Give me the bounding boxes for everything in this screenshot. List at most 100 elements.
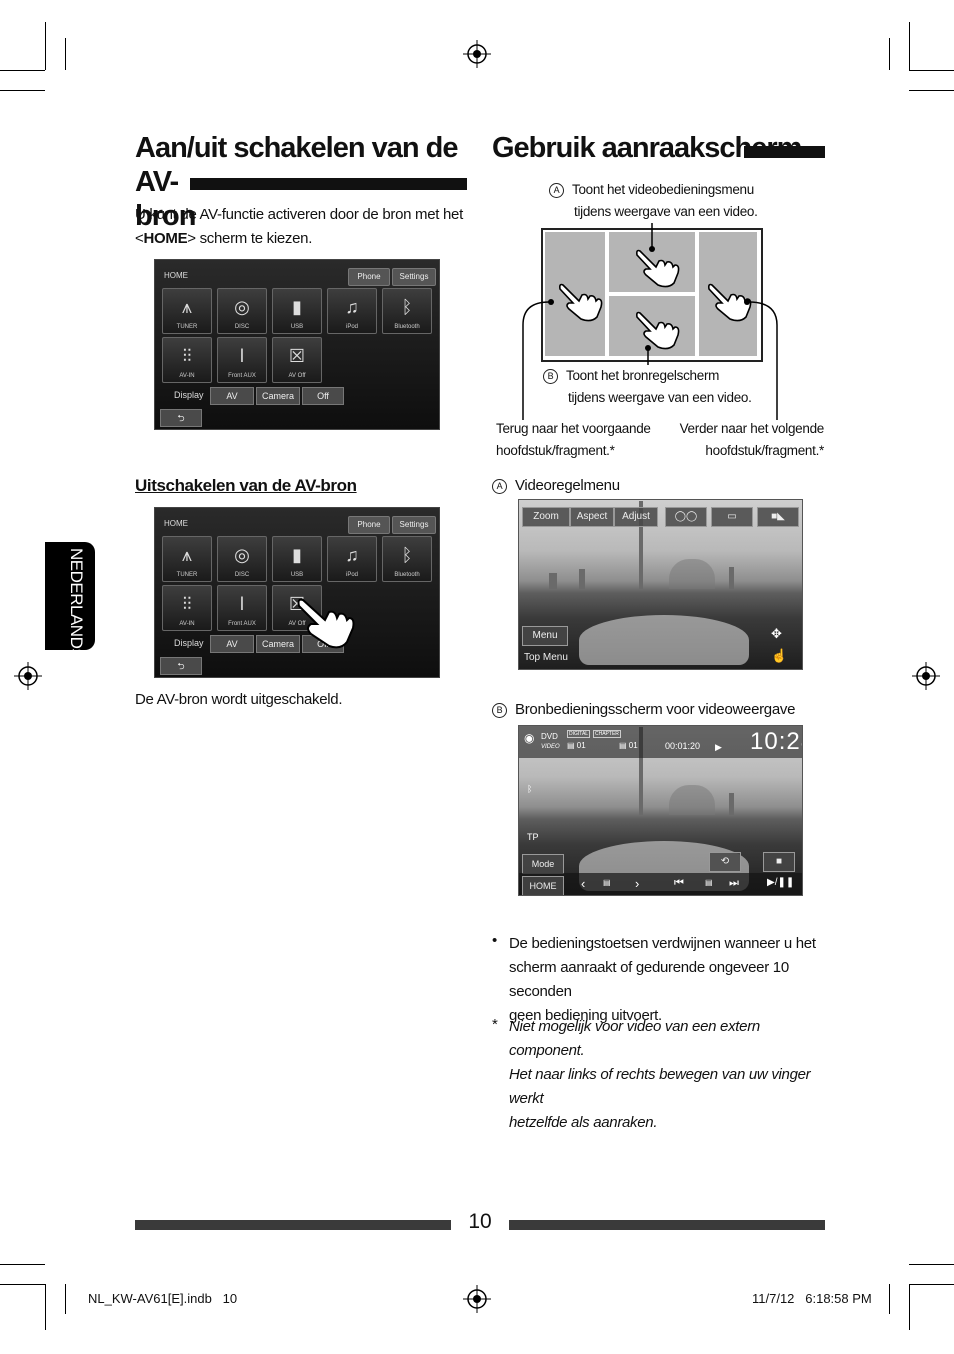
av-in-icon: ⫶⫶ — [182, 346, 192, 366]
angle-icon[interactable]: ■◣ — [757, 507, 799, 527]
print-timestamp: 11/7/12 6:18:58 PM — [752, 1291, 872, 1306]
av-off-tile[interactable]: ☒AV Off — [272, 585, 322, 631]
back-button[interactable]: ⮌ — [160, 657, 202, 675]
crop-mark — [909, 22, 910, 70]
crop-mark — [0, 1264, 45, 1265]
subheading: Uitschakelen van de AV-bron — [135, 476, 357, 495]
next-folder-icon[interactable]: › — [635, 876, 640, 891]
prev-folder-icon[interactable]: ‹ — [581, 876, 586, 891]
play-pause-icon[interactable]: ▶/❚❚ — [767, 877, 795, 888]
av-in-tile[interactable]: ⫶⫶AV-IN — [162, 337, 212, 383]
source-control-screen: ◉ DVD VIDEO DIGITAL CHAPTER ▤ 01 ▤ 01 00… — [518, 725, 803, 896]
next-chapter-icon[interactable]: ⏭ — [729, 877, 739, 889]
intro-text: U kunt de AV-functie activeren door de b… — [135, 206, 463, 247]
zone-left[interactable] — [545, 232, 605, 356]
touch-icon[interactable]: ☝ — [771, 648, 788, 663]
footer-rule-right — [509, 1220, 825, 1230]
stop-icon[interactable]: ■ — [763, 852, 795, 872]
title-icon: ▤ — [603, 878, 611, 887]
play-time: 00:01:20 — [665, 741, 701, 751]
registration-mark-icon — [463, 40, 491, 68]
move-icon[interactable]: ✥ — [771, 626, 782, 641]
crop-mark — [65, 1284, 66, 1314]
disc-tile[interactable]: ◎DISC — [217, 536, 267, 582]
phone-button[interactable]: Phone — [348, 268, 390, 286]
front-aux-icon: ǀ — [239, 346, 245, 366]
adjust-button[interactable]: Adjust — [614, 507, 658, 527]
usb-icon: ▮ — [292, 545, 302, 565]
av-in-tile[interactable]: ⫶⫶AV-IN — [162, 585, 212, 631]
aspect-button[interactable]: Aspect — [570, 507, 614, 527]
tuner-tile[interactable]: ⩚TUNER — [162, 288, 212, 334]
subtitle-icon[interactable]: ▭ — [711, 507, 753, 527]
zoom-button[interactable]: Zoom — [522, 507, 570, 527]
top-menu-button[interactable]: Top Menu — [524, 652, 568, 663]
settings-button[interactable]: Settings — [392, 516, 436, 534]
title-rule — [744, 146, 825, 158]
footnote-text: Niet mogelijk voor video van een extern … — [509, 1018, 811, 1131]
back-button[interactable]: ⮌ — [160, 409, 202, 427]
camera-button[interactable]: Camera — [256, 387, 300, 405]
language-tab: NEDERLANDS — [45, 542, 95, 659]
av-button[interactable]: AV — [210, 387, 254, 405]
diagram-callouts — [522, 223, 778, 420]
home-button[interactable]: HOME — [522, 876, 564, 895]
bluetooth-icon: ᛒ — [401, 545, 413, 565]
antenna-icon: ⩚ — [181, 297, 193, 317]
file-info: NL_KW-AV61[E].indb 10 — [88, 1291, 238, 1306]
title-number: ▤ 01 — [567, 741, 586, 750]
tuner-tile[interactable]: ⩚TUNER — [162, 536, 212, 582]
crop-mark — [889, 1284, 890, 1314]
ipod-tile[interactable]: ♫iPod — [327, 536, 377, 582]
play-icon: ▶ — [715, 742, 722, 752]
repeat-icon[interactable]: ⟲ — [709, 852, 741, 872]
title-rule — [190, 178, 467, 190]
av-off-tile[interactable]: ☒AV Off — [272, 337, 322, 383]
mode-button[interactable]: Mode — [522, 854, 564, 874]
finger-tap-icon — [297, 598, 355, 649]
tp-label: TP — [527, 832, 539, 842]
crop-mark — [0, 70, 45, 71]
registration-mark-icon — [14, 662, 42, 690]
home-label: HOME — [164, 519, 188, 528]
usb-icon: ▮ — [292, 297, 302, 317]
phone-button[interactable]: Phone — [348, 516, 390, 534]
crop-mark — [909, 1284, 910, 1330]
usb-tile[interactable]: ▮USB — [272, 536, 322, 582]
av-button[interactable]: AV — [210, 635, 254, 653]
front-aux-icon: ǀ — [239, 594, 245, 614]
display-label: Display — [174, 390, 204, 400]
camera-button[interactable]: Camera — [256, 635, 300, 653]
av-off-icon: ☒ — [288, 346, 306, 366]
audio-icon[interactable]: ◯◯ — [665, 507, 707, 527]
footer-rule-left — [135, 1220, 451, 1230]
prev-chapter-icon[interactable]: ⏮ — [674, 877, 684, 889]
page-number: 10 — [468, 1210, 492, 1233]
menu-button[interactable]: Menu — [522, 626, 568, 646]
settings-button[interactable]: Settings — [392, 268, 436, 286]
bluetooth-icon: ᛒ — [401, 297, 413, 317]
usb-tile[interactable]: ▮USB — [272, 288, 322, 334]
video-menu-screen: Zoom Aspect Adjust ◯◯ ▭ ■◣ Menu Top Menu… — [518, 499, 803, 670]
digital-badge: DIGITAL — [567, 730, 591, 738]
disc-tile[interactable]: ◎DISC — [217, 288, 267, 334]
video-label: VIDEO — [541, 744, 560, 750]
left-title: Aan/uit schakelen van de AV-bron — [135, 132, 459, 232]
bullet-mark: • — [492, 932, 498, 949]
display-label: Display — [174, 638, 204, 648]
off-button[interactable]: Off — [302, 387, 344, 405]
boat-image — [579, 615, 749, 665]
chapter-number: ▤ 01 — [619, 741, 638, 750]
crop-mark — [909, 70, 954, 71]
ipod-tile[interactable]: ♫iPod — [327, 288, 377, 334]
zone-right[interactable] — [699, 232, 757, 356]
